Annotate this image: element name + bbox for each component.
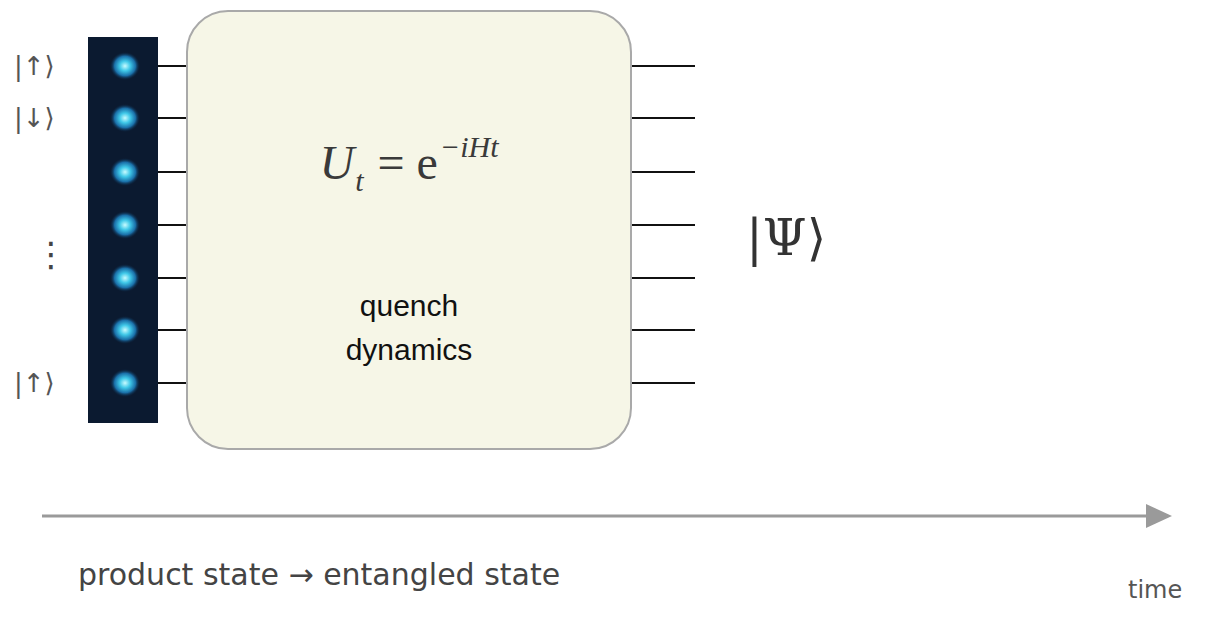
state-label: |↑⟩ (14, 52, 55, 81)
box-caption: quench dynamics (301, 284, 517, 372)
formula-part: U (320, 136, 355, 189)
formula-part: = e (378, 136, 438, 189)
formula-part: −iHt (440, 130, 499, 163)
output-state: |Ψ⟩ (746, 211, 826, 266)
process-box: Ut = e−iHt quench dynamics (186, 10, 632, 450)
axis-label: time (1128, 577, 1182, 603)
ions (110, 52, 140, 397)
state-label: |↓⟩ (14, 104, 55, 133)
time-arrow (42, 504, 1172, 528)
caption: product state → entangled state (78, 558, 560, 591)
state-label: |↑⟩ (14, 369, 55, 398)
formula-part: t (355, 164, 363, 197)
ellipsis: ⋮ (34, 236, 68, 273)
formula: Ut = e−iHt (188, 130, 630, 198)
ion-image (88, 37, 158, 423)
